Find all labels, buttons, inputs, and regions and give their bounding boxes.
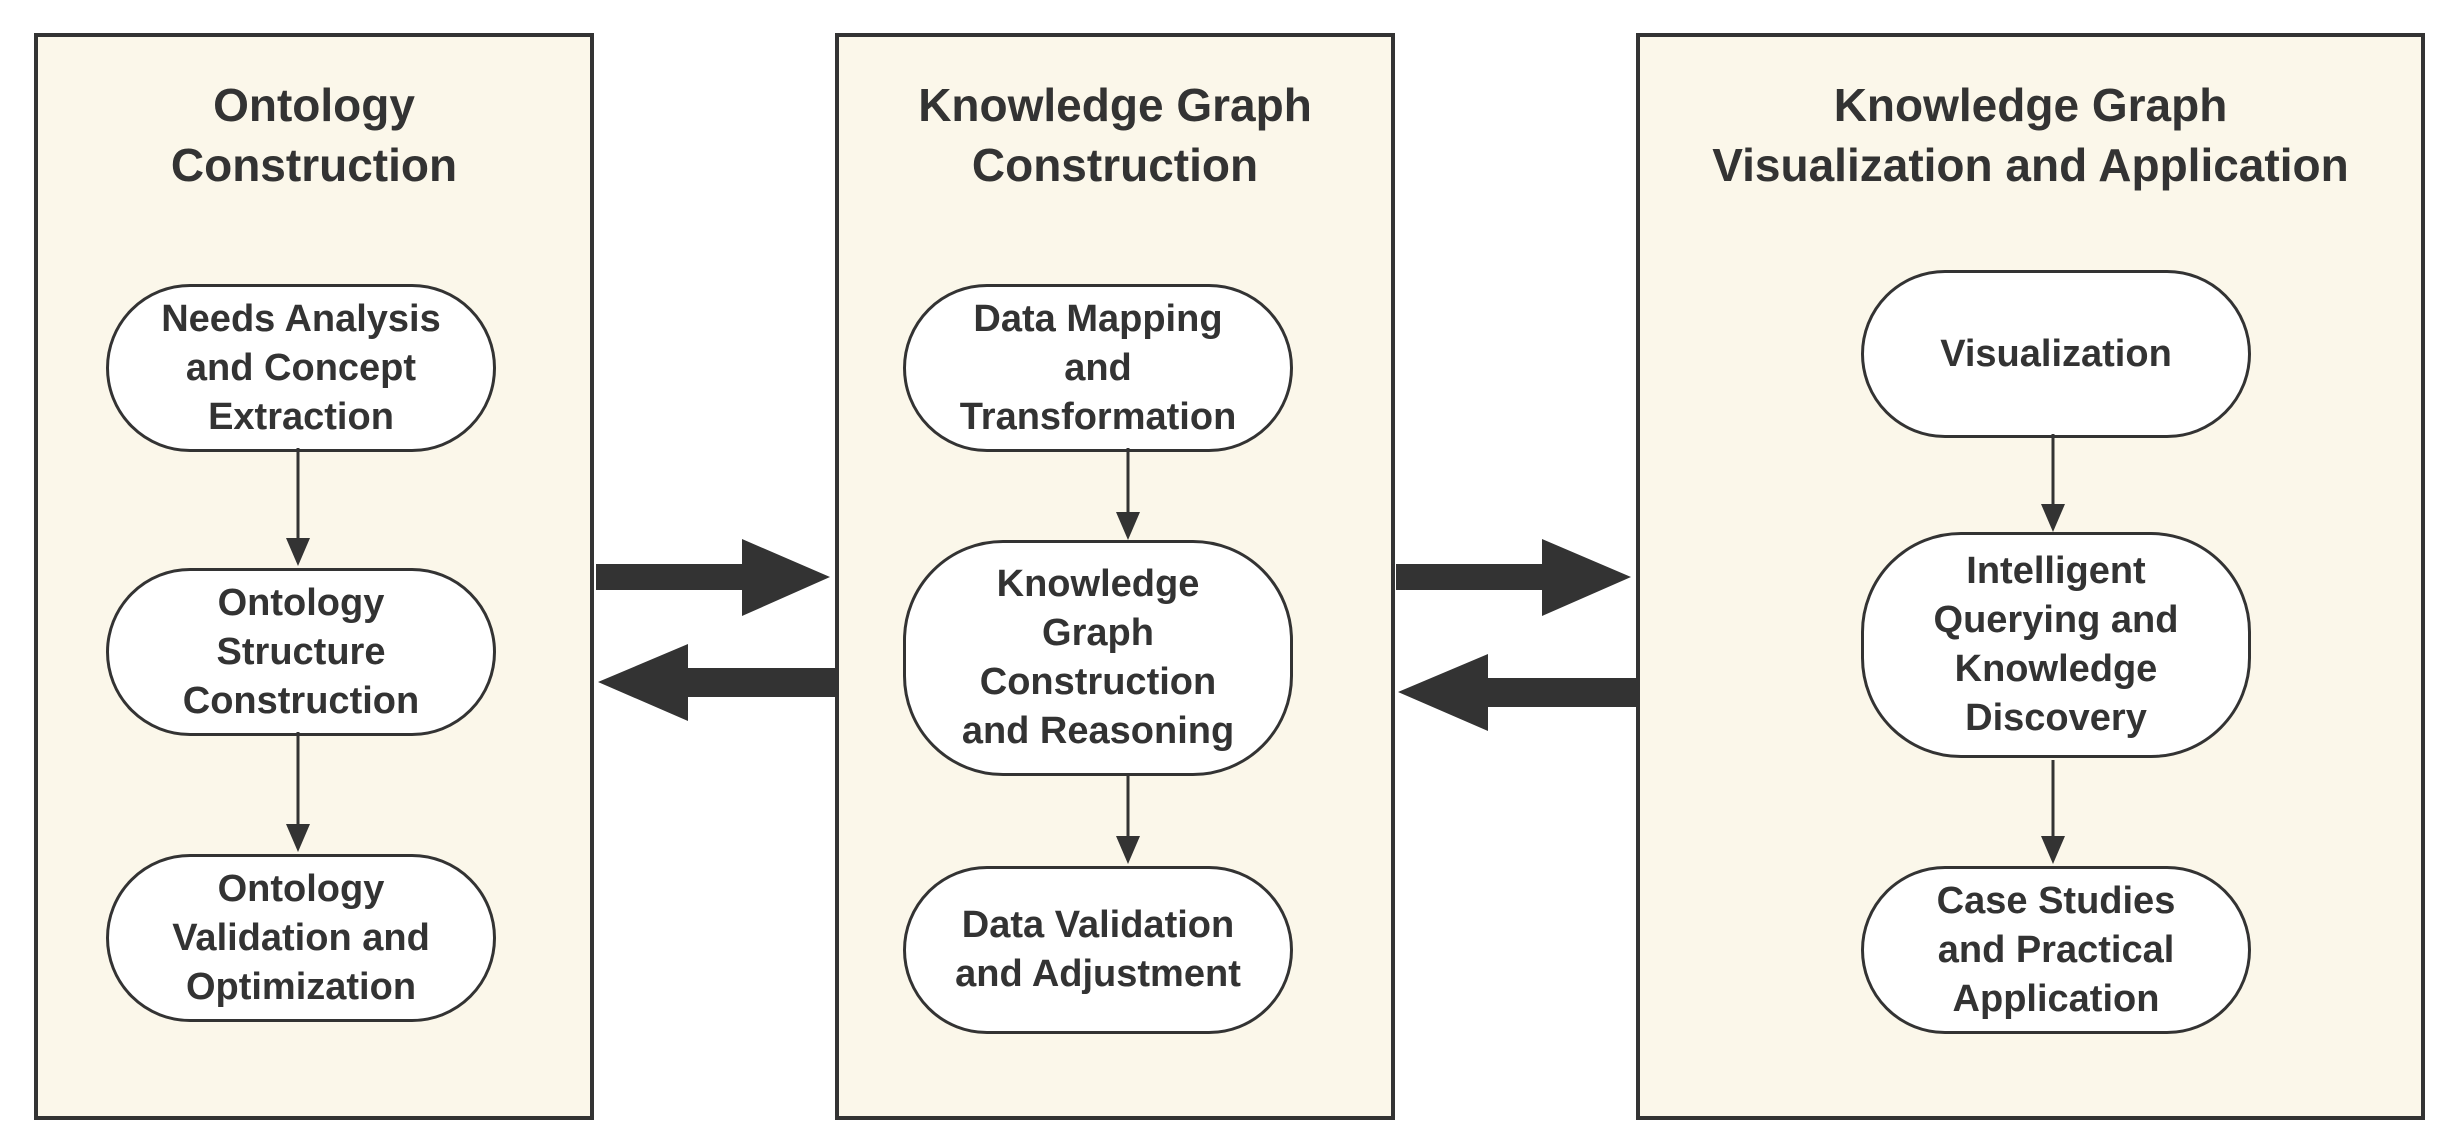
ontology-structure-node: Ontology Structure Construction [106,568,496,736]
ontology-validation-node: Ontology Validation and Optimization [106,854,496,1022]
kg-visualization-panel: Knowledge Graph Visualization and Applic… [1636,33,2425,1120]
kg-reasoning-node: Knowledge Graph Construction and Reasoni… [903,540,1293,776]
big-arrow-left-1 [598,644,835,721]
intelligent-querying-node: Intelligent Querying and Knowledge Disco… [1861,532,2251,758]
big-arrow-right-2 [1396,539,1631,616]
case-studies-node: Case Studies and Practical Application [1861,866,2251,1034]
visualization-node: Visualization [1861,270,2251,438]
big-arrow-right-1 [596,539,830,616]
kg-construction-title: Knowledge Graph Construction [918,79,1312,191]
big-arrow-left-2 [1398,654,1636,731]
ontology-construction-panel: Ontology Construction Needs Analysis and… [34,33,594,1120]
ontology-construction-title: Ontology Construction [170,79,458,191]
kg-construction-panel: Knowledge Graph Construction Data Mappin… [835,33,1395,1120]
kg-visualization-title: Knowledge Graph Visualization and Applic… [1712,79,2349,191]
data-mapping-node: Data Mapping and Transformation [903,284,1293,452]
data-validation-node: Data Validation and Adjustment [903,866,1293,1034]
needs-analysis-node: Needs Analysis and Concept Extraction [106,284,496,452]
